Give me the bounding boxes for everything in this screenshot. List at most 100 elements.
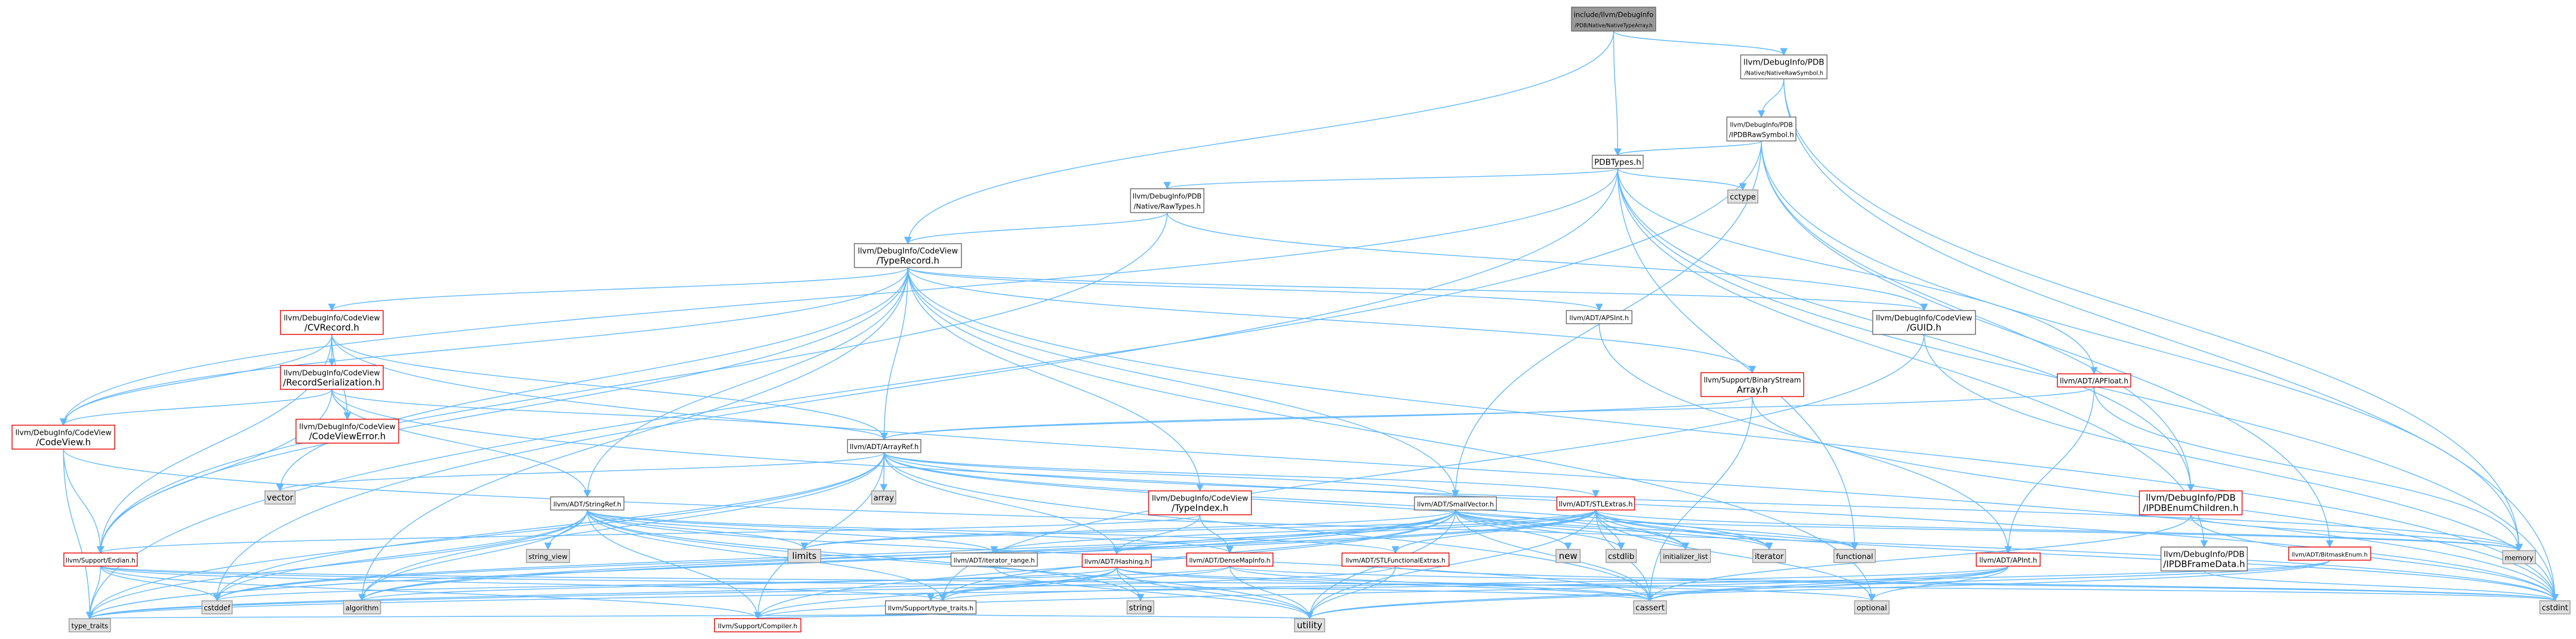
node-apint[interactable]: llvm/ADT/APInt.h	[1976, 552, 2041, 567]
node-nativerawsymbol[interactable]: llvm/DebugInfo/PDB/Native/NativeRawSymbo…	[1740, 54, 1828, 79]
node-apfloat[interactable]: llvm/ADT/APFloat.h	[2057, 373, 2131, 388]
edge-densemapinfo-to-type_traits	[86, 566, 1231, 620]
edge-apfloat-to-apint	[2004, 386, 2095, 554]
edge-typerecord-to-endian	[97, 267, 908, 554]
node-box	[787, 549, 821, 563]
edge-stlextras-to-iterator	[1595, 509, 1773, 551]
node-stringref[interactable]: llvm/ADT/StringRef.h	[550, 496, 625, 511]
edge-typerecord-to-stringref	[583, 267, 908, 498]
edge-stlfunctionalextras-to-utility	[1305, 566, 1396, 620]
node-codeview[interactable]: llvm/DebugInfo/CodeView/CodeView.h	[11, 425, 116, 450]
node-limits: limits	[787, 549, 821, 563]
node-label: /IPDBEnumChildren.h	[2143, 503, 2238, 514]
edge-stlextras-to-initializer_list	[1595, 509, 1690, 551]
edge-pdbtypes-to-rawtypes	[1163, 168, 1619, 190]
node-box	[950, 552, 1038, 567]
edge-recordserialization-to-stringref	[331, 389, 591, 498]
edge-arrayref-to-type_traits	[86, 452, 885, 620]
node-compiler[interactable]: llvm/Support/Compiler.h	[714, 618, 802, 632]
node-ipdbrawsymbol[interactable]: llvm/DebugInfo/PDB/IPDBRawSymbol.h	[1726, 116, 1797, 142]
node-label: cstdlib	[1608, 552, 1634, 561]
node-typeindex[interactable]: llvm/DebugInfo/CodeView/TypeIndex.h	[1148, 490, 1252, 515]
edge-stringref-to-string_view	[544, 509, 588, 551]
node-box	[714, 618, 802, 632]
edge-stlextras-to-utility	[1305, 509, 1597, 620]
edge-recordserialization-to-arrayref	[331, 389, 888, 441]
edge-bitmaskenum-to-type_traits	[86, 560, 2331, 620]
edge-typerecord-to-arrayref	[880, 267, 908, 441]
node-typerecord[interactable]: llvm/DebugInfo/CodeView/TypeRecord.h	[853, 243, 962, 268]
node-label: Array.h	[1737, 385, 1768, 395]
node-hashing[interactable]: llvm/ADT/Hashing.h	[1081, 554, 1152, 568]
node-pdbtypes[interactable]: PDBTypes.h	[1592, 155, 1644, 169]
node-label: vector	[267, 493, 294, 503]
edge-root-to-nativerawsymbol	[1613, 30, 1788, 56]
edge-stlfunctionalextras-to-type_traits	[86, 566, 1396, 620]
edge-nativerawsymbol-to-cstdint	[1783, 78, 2559, 602]
node-endian[interactable]: llvm/Support/Endian.h	[63, 552, 138, 567]
node-string_view: string_view	[526, 549, 571, 563]
edge-codeview-to-type_traits	[63, 448, 94, 620]
node-box	[1130, 188, 1204, 213]
edge-typetraits_llvm-to-utility	[930, 611, 1312, 620]
node-box	[1555, 549, 1581, 563]
node-box	[1872, 310, 1976, 335]
edge-stlfunctionalextras-to-cstdint	[1395, 566, 2559, 602]
node-typetraits_llvm[interactable]: llvm/Support/type_traits.h	[885, 600, 977, 615]
edge-stlextras-to-cstddef	[213, 509, 1597, 602]
node-recordserialization[interactable]: llvm/DebugInfo/CodeView/RecordSerializat…	[280, 365, 384, 390]
node-label: llvm/Support/Compiler.h	[718, 622, 797, 630]
node-smallvector[interactable]: llvm/ADT/SmallVector.h	[1414, 496, 1497, 511]
node-optional: optional	[1854, 600, 1890, 615]
node-label: llvm/ADT/STLExtras.h	[1559, 500, 1633, 508]
edge-cvrecord-to-arrayref	[331, 334, 888, 441]
node-pdbframedata[interactable]: llvm/DebugInfo/PDB/IPDBFrameData.h	[2160, 546, 2248, 572]
node-label: llvm/DebugInfo/CodeView	[284, 314, 380, 322]
node-label: llvm/DebugInfo/CodeView	[858, 247, 958, 256]
node-box	[1126, 600, 1154, 615]
edge-recordserialization-to-codeview	[60, 389, 332, 426]
node-label: array	[874, 494, 894, 503]
node-label: /PDB/Native/NativeTypeArray.h	[1574, 23, 1652, 29]
node-label: /IPDBRawSymbol.h	[1729, 131, 1794, 139]
edge-typerecord-to-smallvector	[907, 267, 1459, 498]
node-stlextras[interactable]: llvm/ADT/STLExtras.h	[1556, 496, 1635, 511]
node-bitmaskenum[interactable]: llvm/ADT/BitmaskEnum.h	[2288, 546, 2371, 561]
edge-rawtypes-to-endian	[97, 212, 1168, 554]
node-memory: memory	[2502, 550, 2536, 564]
node-label: /CodeViewError.h	[309, 431, 386, 442]
node-box	[1726, 116, 1797, 142]
node-box	[280, 365, 384, 390]
node-label: /GUID.h	[1907, 322, 1942, 333]
node-box	[885, 600, 977, 615]
node-guid[interactable]: llvm/DebugInfo/CodeView/GUID.h	[1872, 310, 1976, 335]
node-rawtypes[interactable]: llvm/DebugInfo/PDB/Native/RawTypes.h	[1130, 188, 1204, 213]
node-root[interactable]: include/llvm/DebugInfo/PDB/Native/Native…	[1571, 7, 1656, 32]
node-iterator_range[interactable]: llvm/ADT/iterator_range.h	[950, 552, 1038, 567]
node-cvrecord[interactable]: llvm/DebugInfo/CodeView/CVRecord.h	[280, 310, 384, 335]
node-box	[1976, 552, 2041, 567]
node-box	[1081, 554, 1152, 568]
edge-arrayref-to-hashing	[883, 452, 1121, 555]
node-stlfunctionalextras[interactable]: llvm/ADT/STLFunctionalExtras.h	[1341, 552, 1450, 567]
node-box	[1633, 600, 1667, 615]
edge-stringref-to-limits	[587, 509, 808, 551]
node-apsint[interactable]: llvm/ADT/APSInt.h	[1566, 310, 1632, 324]
node-box	[1740, 54, 1828, 79]
node-codeviewerror[interactable]: llvm/DebugInfo/CodeView/CodeViewError.h	[295, 419, 399, 444]
edge-ipdbrawsymbol-to-memory	[1761, 140, 2523, 552]
node-box	[1752, 549, 1786, 563]
edge-arrayref-to-stlextras	[883, 452, 1600, 498]
edge-recordserialization-to-cstdint	[331, 389, 2559, 602]
edge-typerecord-to-apsint	[907, 267, 1603, 312]
node-box	[63, 552, 138, 567]
node-arrayref[interactable]: llvm/ADT/ArrayRef.h	[847, 439, 922, 453]
edge-stlextras-to-stlfunctionalextras	[1391, 509, 1597, 554]
edge-recordserialization-to-endian	[97, 389, 332, 554]
node-box	[1566, 310, 1632, 324]
edge-smallvector-to-cstddef	[213, 509, 1456, 602]
node-densemapinfo[interactable]: llvm/ADT/DenseMapInfo.h	[1186, 552, 1274, 567]
edge-arrayref-to-memory	[883, 452, 2523, 552]
node-ipdbenumchildren[interactable]: llvm/DebugInfo/PDB/IPDBEnumChildren.h	[2139, 490, 2243, 515]
